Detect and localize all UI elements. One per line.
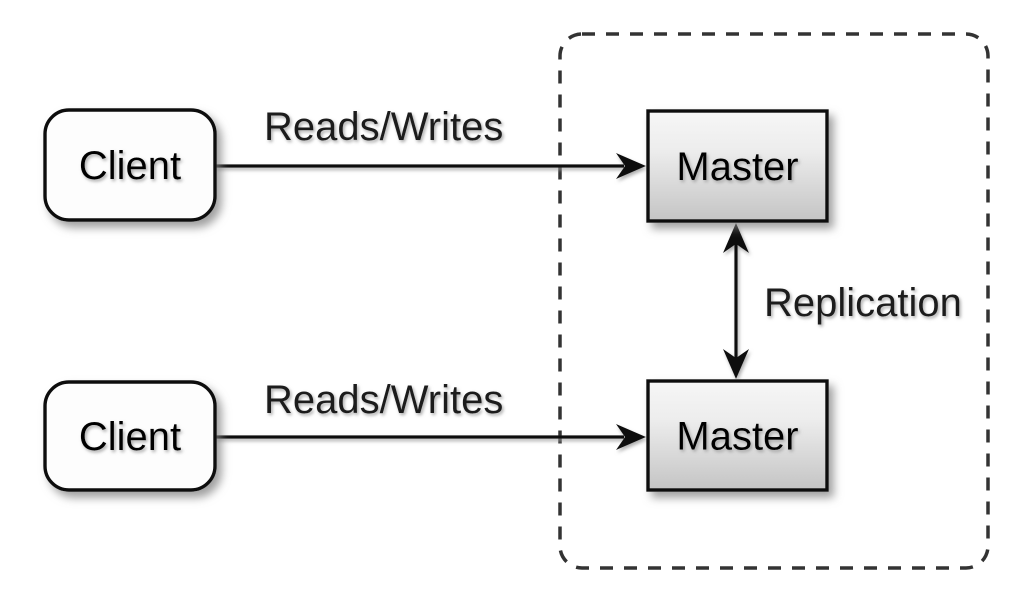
edge-replication (723, 223, 749, 379)
node-client-top-label: Client (79, 144, 181, 188)
node-client-bottom-label: Client (79, 415, 181, 459)
node-master-top-label: Master (676, 145, 798, 189)
node-master-top[interactable]: Master (646, 109, 829, 223)
node-master-bottom-label: Master (676, 415, 798, 459)
replication-cluster-boundary (558, 32, 990, 570)
edge-label-replication: Replication (764, 281, 962, 325)
edge-label-reads-writes-top: Reads/Writes (264, 105, 503, 149)
edge-label-reads-writes-bottom: Reads/Writes (264, 378, 503, 422)
node-client-bottom[interactable]: Client (43, 380, 217, 492)
edge-reads-writes-top (215, 153, 646, 179)
node-client-top[interactable]: Client (43, 108, 217, 222)
node-master-bottom[interactable]: Master (646, 379, 829, 492)
edge-reads-writes-bottom (215, 424, 646, 450)
